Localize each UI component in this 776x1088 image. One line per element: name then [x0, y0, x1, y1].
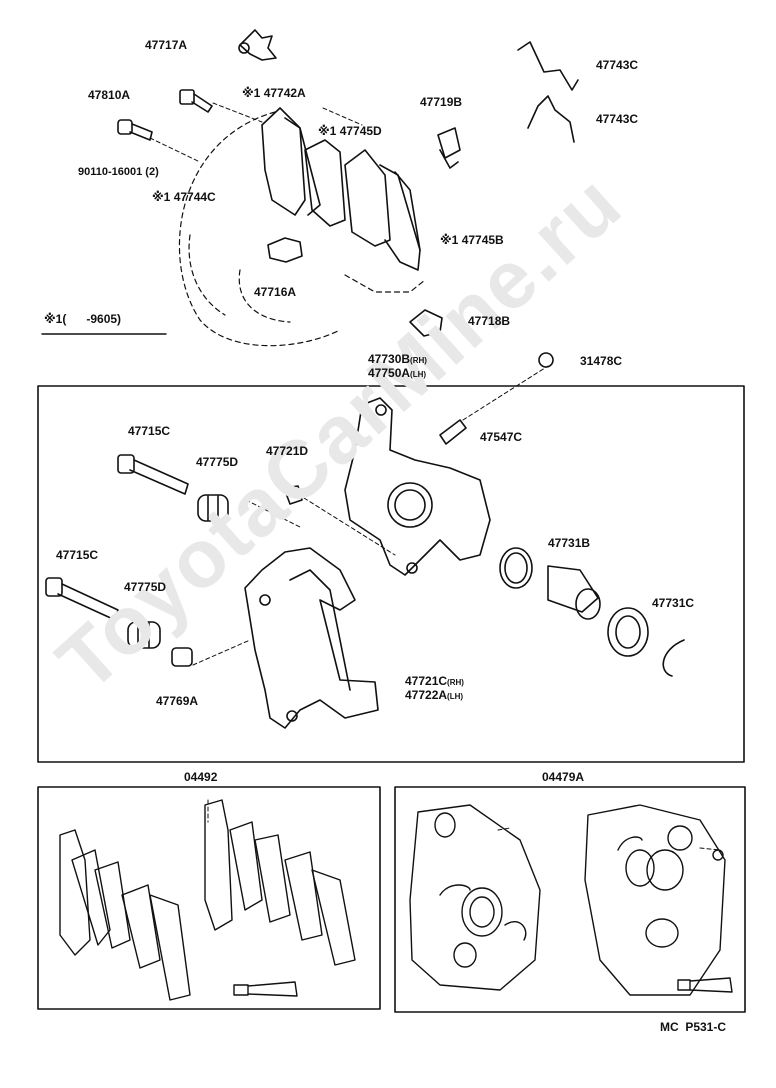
label-47721C-side: (RH) — [447, 678, 464, 687]
label-47742A: ※1 47742A — [242, 86, 306, 100]
label-47721C-text: 47721C — [405, 674, 448, 688]
label-47775D-a: 47775D — [196, 455, 239, 469]
label-47750A-side: (LH) — [410, 370, 427, 379]
legend: ※1( -9605) — [44, 312, 121, 326]
nut-31478C — [538, 352, 554, 368]
label-47730B-text: 47730B — [368, 352, 411, 366]
spring-47743C-b — [527, 95, 575, 143]
label-47721D: 47721D — [266, 444, 309, 458]
bushing-47769A — [171, 647, 193, 667]
slide-pin-47715C-lower — [45, 577, 119, 621]
torque-plate-47721C — [244, 547, 379, 729]
label-47722A: 47722A(LH) — [405, 688, 463, 704]
label-47745B-text: 47745B — [461, 233, 504, 247]
label-kit-04479A: 04479A — [542, 770, 585, 784]
piston-boot-47731C — [607, 607, 685, 677]
label-47744C: ※1 47744C — [152, 190, 216, 204]
clip-47716A — [267, 237, 303, 263]
mark-47744C: ※1 — [152, 190, 171, 204]
label-47716A: 47716A — [254, 285, 297, 299]
label-47718B: 47718B — [468, 314, 511, 328]
label-47810A: 47810A — [88, 88, 131, 102]
label-47775D-b: 47775D — [124, 580, 167, 594]
pad-kit-frame — [37, 786, 381, 1010]
bolt-47810A — [179, 89, 213, 113]
diagram-code: MC P531-C — [660, 1020, 727, 1034]
label-47731B: 47731B — [548, 536, 591, 550]
pad-kit-04492-drawing — [59, 799, 356, 1001]
label-47744C-text: 47744C — [173, 190, 216, 204]
legend-mark: ※1 — [44, 312, 63, 326]
boot-47775D-lower — [127, 621, 161, 649]
cylinder-kit-frame — [394, 786, 746, 1013]
label-47745D-text: 47745D — [339, 124, 382, 138]
caliper-assembly-frame — [37, 385, 745, 763]
clip-47718B — [409, 309, 443, 337]
caliper-body-47730B — [344, 397, 491, 576]
label-47730B-side: (RH) — [410, 356, 427, 365]
label-47743C-b: 47743C — [596, 112, 639, 126]
label-47745B: ※1 47745B — [440, 233, 504, 247]
label-47719B: 47719B — [420, 95, 463, 109]
label-47750A: 47750A(LH) — [368, 366, 426, 382]
label-47721C: 47721C(RH) — [405, 674, 464, 690]
piston-47731B — [547, 565, 601, 620]
mark-47745B: ※1 — [440, 233, 459, 247]
label-47715C-a: 47715C — [128, 424, 171, 438]
clip-47717A — [239, 29, 277, 61]
label-47745D: ※1 47745D — [318, 124, 382, 138]
label-47715C-b: 47715C — [56, 548, 99, 562]
boot-47775D-upper — [197, 494, 229, 522]
bleeder-47547C — [439, 419, 467, 445]
label-47750A-text: 47750A — [368, 366, 411, 380]
label-47742A-text: 47742A — [263, 86, 306, 100]
label-47722A-text: 47722A — [405, 688, 448, 702]
label-47743C-a: 47743C — [596, 58, 639, 72]
label-90110-16001: 90110-16001 (2) — [78, 166, 159, 178]
legend-text: ( -9605) — [62, 312, 122, 326]
mark-47745D: ※1 — [318, 124, 337, 138]
clip-47719B — [437, 127, 461, 169]
cylinder-kit-04479A-drawing — [409, 804, 733, 996]
brake-pads-upper — [261, 107, 421, 271]
spring-47743C-a — [517, 41, 579, 91]
label-47722A-side: (LH) — [447, 692, 464, 701]
bolt-90110 — [117, 119, 153, 141]
label-47730B: 47730B(RH) — [368, 352, 427, 368]
mark-47742A: ※1 — [242, 86, 261, 100]
label-31478C: 31478C — [580, 354, 623, 368]
disc-rotor — [178, 111, 426, 347]
label-47717A: 47717A — [145, 38, 188, 52]
slide-pin-47715C-upper — [117, 454, 189, 495]
bolt-47721D — [283, 485, 303, 505]
piston-seal-47731B — [499, 547, 533, 589]
label-47547C: 47547C — [480, 430, 523, 444]
label-47731C: 47731C — [652, 596, 695, 610]
label-kit-04492: 04492 — [184, 770, 218, 784]
label-47769A: 47769A — [156, 694, 199, 708]
